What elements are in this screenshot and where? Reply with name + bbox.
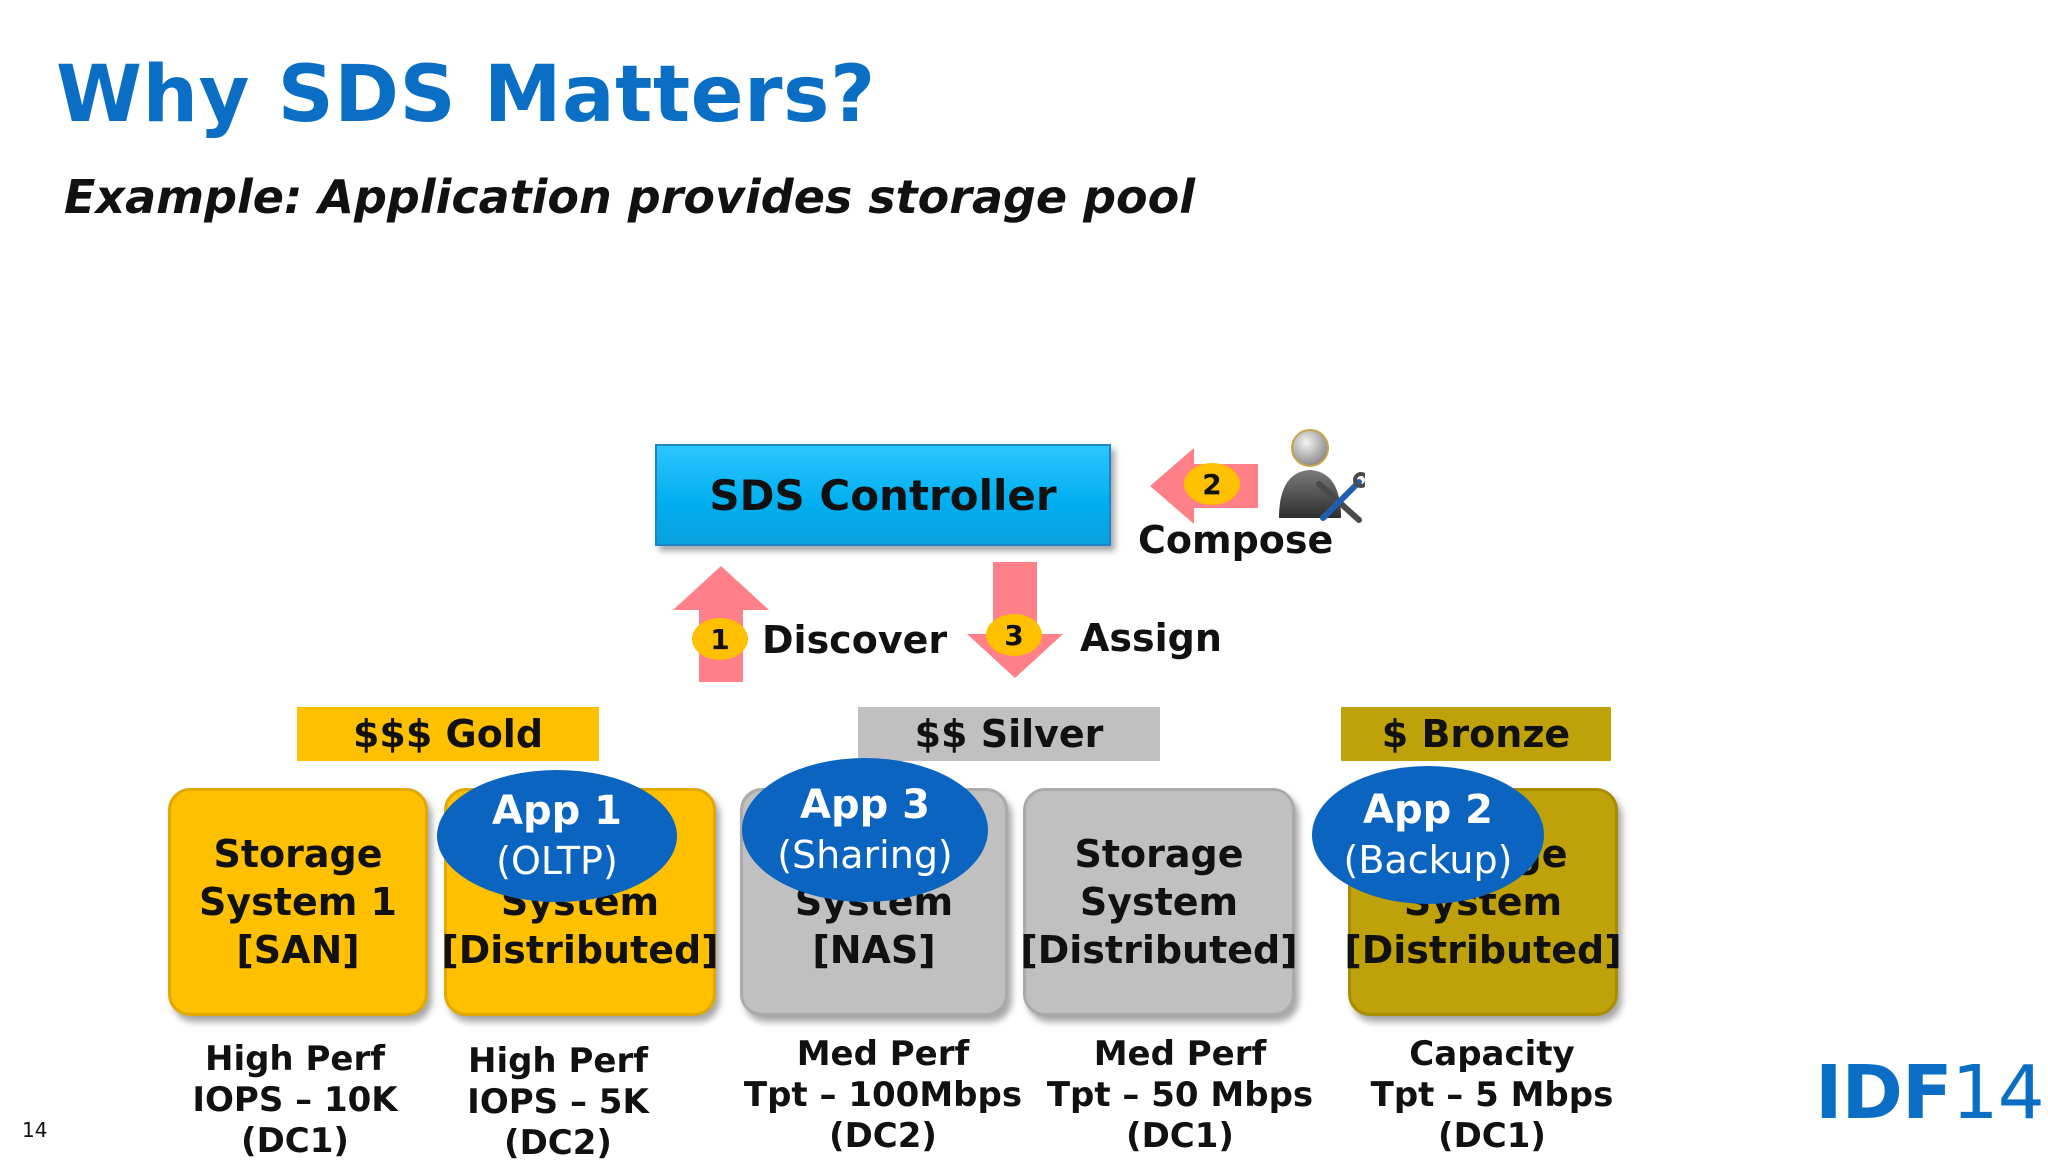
app-2-backup: App 2 (Backup) [1312,766,1544,904]
step-1-label: Discover [762,618,948,662]
app-2-role: (Backup) [1343,838,1513,882]
app-3-role: (Sharing) [777,833,953,877]
app-1-name: App 1 [492,788,622,834]
sds-controller-box: SDS Controller [655,444,1111,546]
page-title: Why SDS Matters? [56,50,876,140]
step-1-badge: 1 [692,618,748,660]
tier-gold-label: $$$ Gold [297,707,599,761]
app-1-role: (OLTP) [496,839,618,883]
app-2-name: App 2 [1363,787,1493,833]
logo-letters: IDF [1815,1050,1953,1136]
step-2-badge: 2 [1184,463,1240,505]
caption-storage-3: Med Perf Tpt – 100Mbps (DC2) [743,1034,1023,1156]
tier-silver-label: $$ Silver [858,707,1160,761]
caption-storage-1: High Perf IOPS – 10K (DC1) [192,1039,398,1161]
page-subtitle: Example: Application provides storage po… [64,170,1196,224]
tier-bronze-label: $ Bronze [1341,707,1611,761]
caption-storage-2: High Perf IOPS – 5K (DC2) [467,1041,649,1163]
app-3-sharing: App 3 (Sharing) [742,758,988,902]
caption-storage-5: Capacity Tpt – 5 Mbps (DC1) [1370,1034,1614,1156]
step-3-label: Assign [1080,616,1222,660]
storage-system-distributed-silver: Storage System [Distributed] [1020,788,1298,1016]
logo-digits: 14 [1951,1050,2045,1136]
step-2-label: Compose [1138,518,1334,562]
app-1-oltp: App 1 (OLTP) [437,770,677,902]
app-3-name: App 3 [800,782,930,828]
page-number: 14 [22,1118,48,1142]
idf14-logo: IDF14 [1815,1050,2045,1136]
caption-storage-4: Med Perf Tpt – 50 Mbps (DC1) [1046,1034,1314,1156]
storage-system-1-san: Storage System 1 [SAN] [168,788,428,1016]
step-3-badge: 3 [986,614,1042,656]
user-with-tools-icon [1279,429,1365,523]
